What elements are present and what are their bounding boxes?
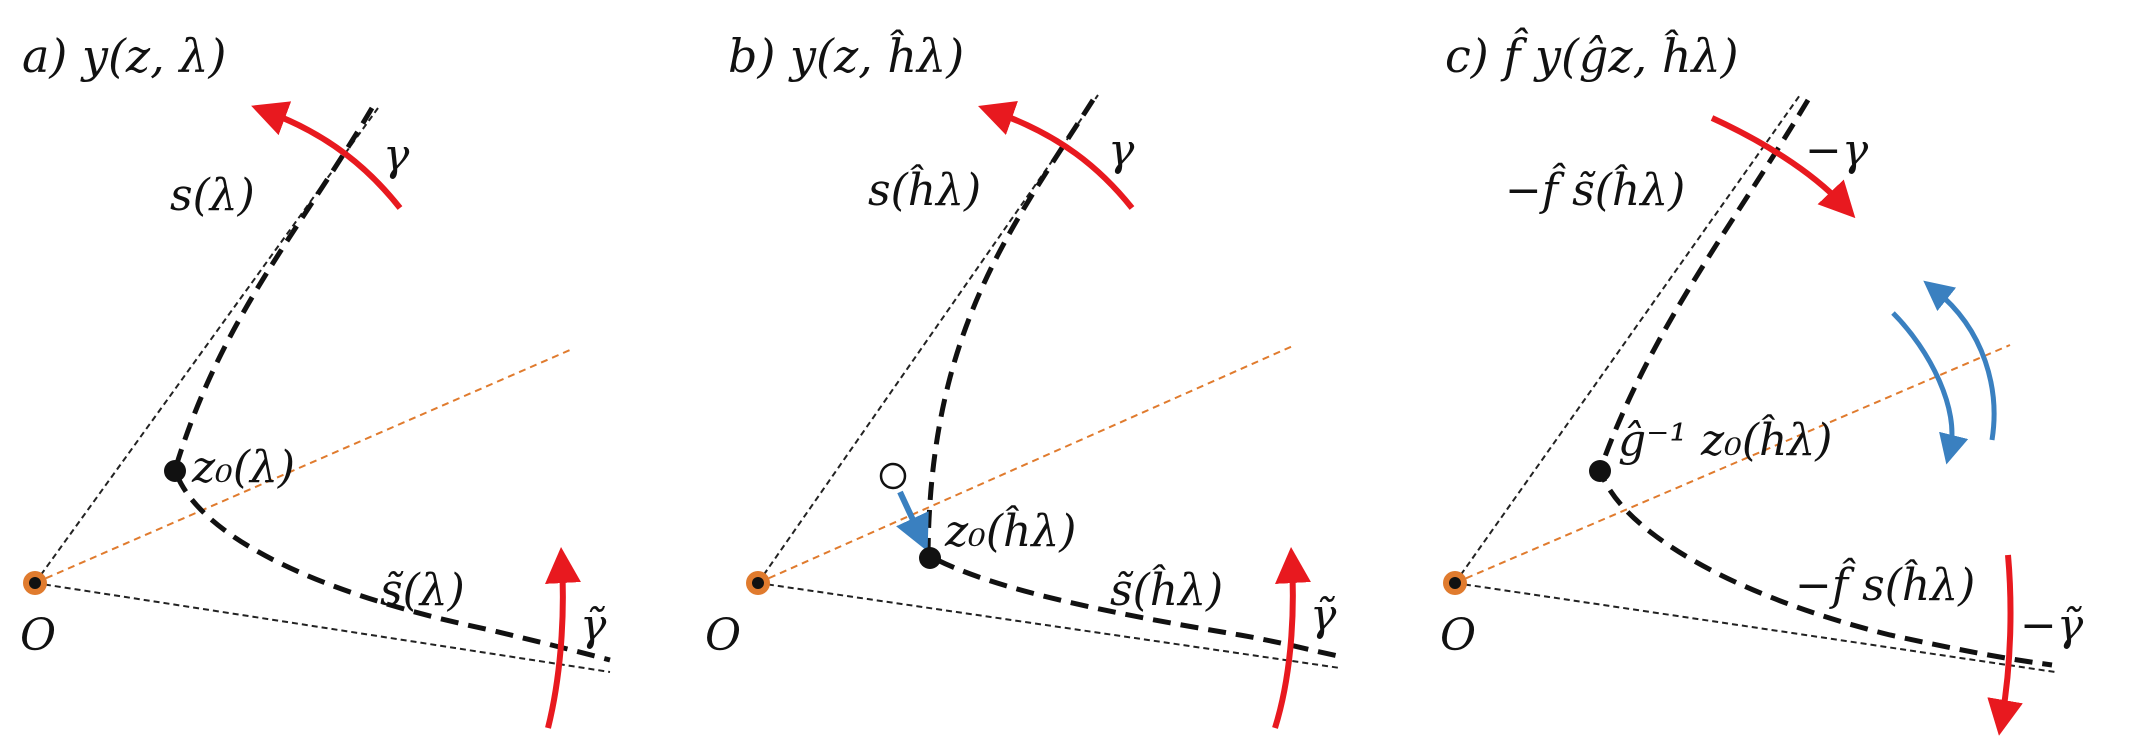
panel-b-title: b) y(z, ĥλ)	[728, 28, 964, 83]
lower-branch-label: s̃(λ)	[380, 565, 465, 616]
old-z0-marker	[879, 462, 907, 490]
z0-point	[919, 547, 941, 569]
origin-label: O	[1440, 610, 1476, 661]
gamma-tilde-arrow	[545, 547, 581, 729]
gamma-tilde-arrow	[1272, 547, 1311, 729]
z0-label: z₀(λ)	[191, 442, 295, 493]
gamma-tilde-label: −γ̃	[2020, 600, 2084, 651]
gamma-label: γ	[1108, 125, 1135, 176]
panel-a: a) y(z, λ) s(λ) s̃(λ) z₀(λ) O γ γ̃	[20, 29, 611, 729]
panel-c-title: c) f̂ y(ĝz, ĥλ)	[1445, 27, 1739, 83]
minus-gamma-arrow	[1710, 115, 1856, 219]
origin-dot	[752, 577, 764, 589]
gamma-tilde-label: γ̃	[580, 600, 607, 651]
gamma-label: γ	[383, 130, 410, 181]
z0-label: ĝ⁻¹ z₀(ĥλ)	[1618, 413, 1832, 466]
origin-label: O	[20, 610, 56, 661]
curve-branch	[172, 106, 611, 663]
upper-branch-label: s(ĥλ)	[868, 163, 981, 216]
symmetry-axis-line	[757, 344, 1296, 584]
lower-asymptote-line	[757, 582, 1341, 669]
curve-branch	[925, 98, 1339, 659]
origin-dot	[29, 577, 41, 589]
panel-a-title: a) y(z, λ)	[22, 29, 227, 83]
symmetry-axis-line	[1454, 344, 2011, 584]
z0-label: z₀(ĥλ)	[944, 504, 1076, 557]
gamma-arrow	[251, 101, 403, 210]
gamma-label: −γ	[1805, 125, 1869, 176]
lower-branch-label: −f̂ s(ĥλ)	[1795, 556, 1975, 611]
upper-branch-label: −f̂ s̃(ĥλ)	[1505, 161, 1685, 216]
origin-label: O	[705, 610, 741, 661]
panel-b: b) y(z, ĥλ) s(ĥλ) s̃(ĥλ) z₀(ĥλ) O γ γ̃	[705, 28, 1341, 729]
symmetry-axis-line	[34, 349, 571, 584]
minus-gamma-tilde-arrow	[1987, 554, 2023, 736]
upper-branch-label: s(λ)	[170, 170, 255, 221]
gamma-arrow	[978, 101, 1135, 210]
origin-dot	[1449, 577, 1461, 589]
gamma-tilde-label: γ̃	[1310, 590, 1337, 641]
lower-branch-label: s̃(ĥλ)	[1110, 563, 1223, 616]
rotation-arrow-up	[1923, 280, 1997, 441]
upper-asymptote-line	[34, 107, 379, 584]
panel-c: c) f̂ y(ĝz, ĥλ) −f̂ s̃(ĥλ) −f̂ s(ĥλ) ĝ⁻¹…	[1440, 27, 2084, 736]
lower-asymptote-line	[34, 582, 611, 673]
z0-point	[1589, 460, 1611, 482]
z0-point	[164, 460, 186, 482]
shift-arrow	[896, 490, 929, 552]
rotation-arrow-down	[1891, 311, 1969, 465]
curve-branch	[1597, 98, 2053, 668]
lower-asymptote-line	[1454, 582, 2056, 673]
